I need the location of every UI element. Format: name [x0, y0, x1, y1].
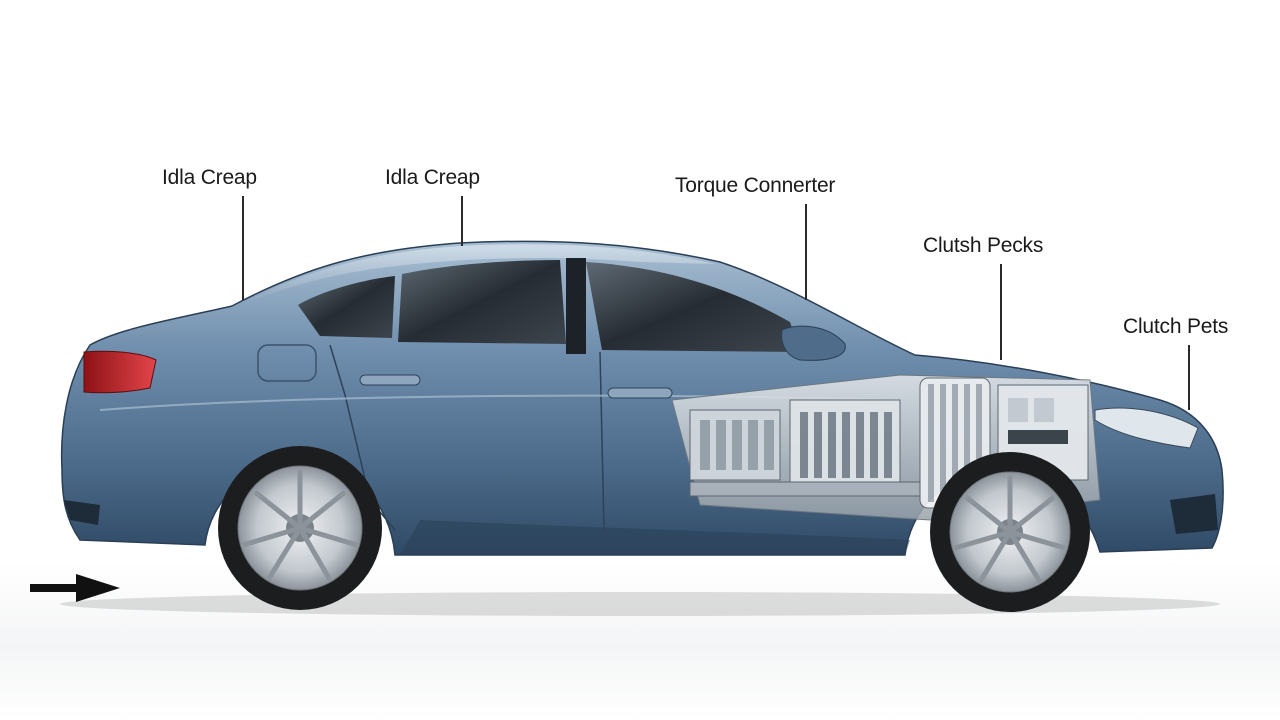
callout-leader-1	[242, 196, 244, 300]
rear-bumper-vent	[64, 500, 100, 525]
front-wheel	[930, 452, 1090, 612]
fuel-door	[257, 344, 317, 382]
rear-door-seam	[329, 344, 396, 531]
transmission-gearset	[689, 399, 901, 491]
callout-label-torque-converter: Torque Connerter	[675, 174, 836, 197]
side-mirror	[781, 325, 846, 361]
callout-label-idle-creep-1: Idla Creap	[162, 166, 257, 189]
rear-wheel	[218, 446, 382, 610]
rocker-panel	[400, 520, 910, 555]
engine-block	[997, 384, 1089, 481]
drive-shaft	[689, 481, 921, 497]
front-door-window	[586, 262, 800, 352]
front-door-seam	[599, 351, 605, 531]
front-door-handle	[607, 387, 673, 399]
taillight	[83, 350, 157, 394]
b-pillar	[566, 258, 586, 354]
rear-door-window	[398, 260, 566, 344]
ground-shadow	[60, 592, 1220, 616]
callout-label-clutch-plates: Clutch Pets	[1123, 315, 1229, 338]
callout-leader-3	[805, 204, 807, 300]
headlight	[1094, 407, 1199, 449]
callout-leader-5	[1188, 345, 1190, 410]
roof-panel	[240, 244, 715, 305]
callout-label-idle-creep-2: Idla Creap	[385, 166, 480, 189]
rear-quarter-window	[298, 276, 395, 338]
right-arrow-icon	[30, 574, 120, 602]
front-fog-vent	[1170, 494, 1218, 534]
callout-leader-4	[1000, 264, 1002, 360]
callout-label-clutch-packs: Clutsh Pecks	[923, 234, 1044, 257]
callout-leader-2	[461, 196, 463, 246]
rear-door-handle	[359, 374, 421, 386]
